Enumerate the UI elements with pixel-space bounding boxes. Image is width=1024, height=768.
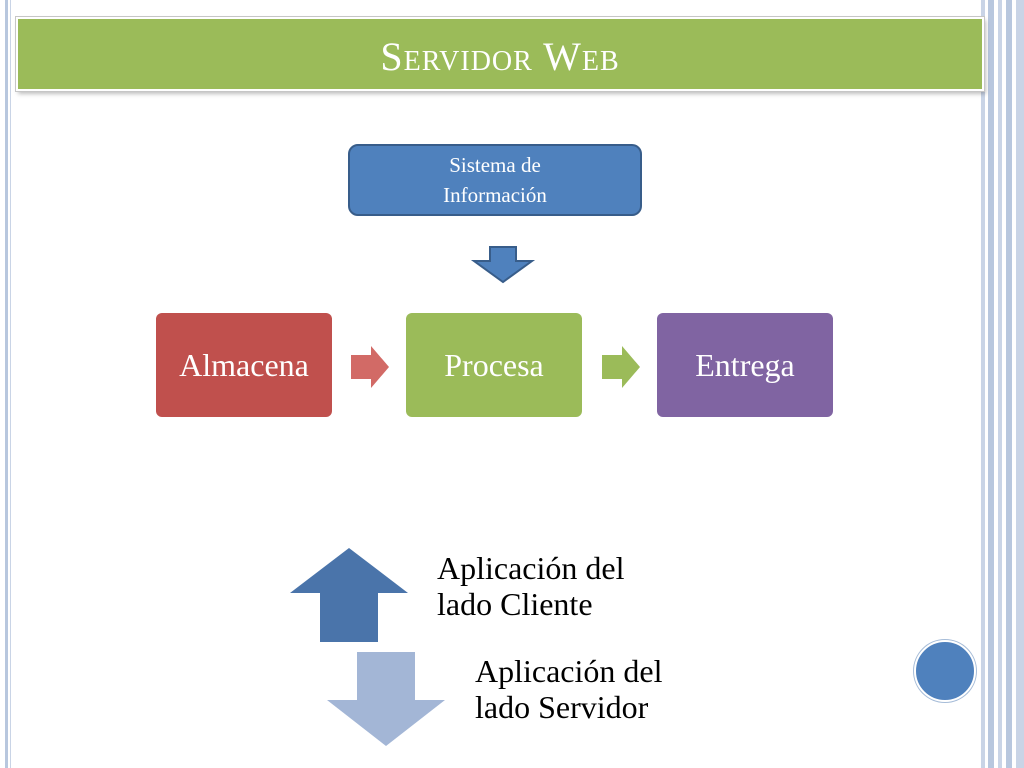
step-entrega-label: Entrega: [695, 346, 795, 383]
server-app-line1: Aplicación del: [475, 653, 663, 689]
frame-line-right-5: [1016, 0, 1024, 768]
client-app-line1: Aplicación del: [437, 550, 625, 586]
sistema-informacion-line2: Información: [443, 183, 547, 207]
step-procesa-label: Procesa: [444, 346, 544, 383]
title-bar: Servidor Web: [16, 17, 984, 91]
frame-line-right-3: [998, 0, 1002, 768]
slide-title: Servidor Web: [380, 33, 620, 79]
accent-circle: [914, 640, 976, 702]
down-arrow-icon: [327, 652, 445, 746]
frame-line-right-2: [988, 0, 994, 768]
frame-line-right-4: [1006, 0, 1012, 768]
server-app-line2: lado Servidor: [475, 689, 649, 725]
sistema-informacion-box: Sistema de Información: [348, 144, 642, 216]
up-arrow-icon: [290, 548, 408, 642]
right-arrow-icon: [602, 346, 640, 388]
frame-line-left: [5, 0, 8, 768]
step-almacena-label: Almacena: [179, 346, 309, 383]
down-arrow-icon: [470, 246, 536, 284]
client-app-label: Aplicación del lado Cliente: [437, 550, 624, 622]
client-app-line2: lado Cliente: [437, 586, 593, 622]
step-entrega: Entrega: [657, 313, 833, 417]
server-app-label: Aplicación del lado Servidor: [475, 653, 662, 725]
step-procesa: Procesa: [406, 313, 582, 417]
sistema-informacion-line1: Sistema de: [449, 153, 541, 177]
frame-line-left-inner: [10, 0, 11, 768]
right-arrow-icon: [351, 346, 389, 388]
frame-line-right-1: [981, 0, 985, 768]
step-almacena: Almacena: [156, 313, 332, 417]
